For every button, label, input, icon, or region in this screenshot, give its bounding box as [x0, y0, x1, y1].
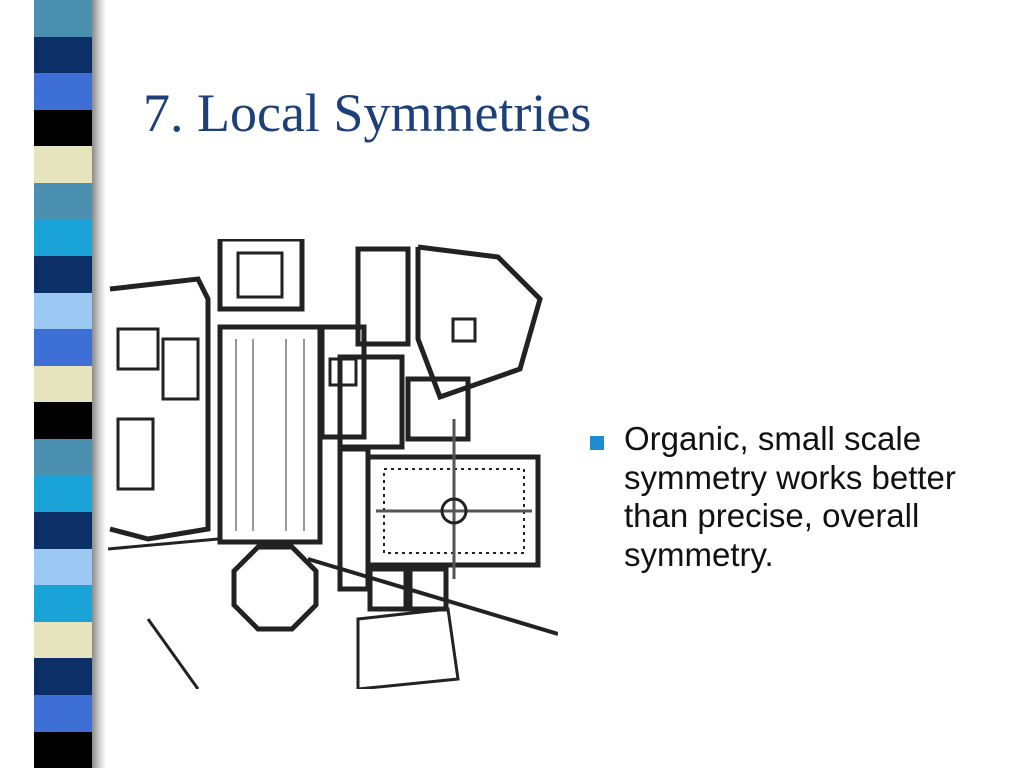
square-bullet-icon	[590, 436, 604, 450]
strip-block	[34, 36, 92, 74]
strip-block	[34, 0, 92, 37]
strip-block	[34, 585, 92, 622]
strip-block	[34, 475, 92, 513]
strip-shadow	[92, 0, 106, 768]
strip-block	[34, 256, 92, 293]
strip-block	[34, 219, 92, 257]
bullet-text: Organic, small scale symmetry works bett…	[624, 420, 956, 573]
strip-block	[34, 73, 92, 110]
strip-block	[34, 548, 92, 586]
strip-block	[34, 694, 92, 732]
strip-block	[34, 512, 92, 549]
bullet-list: Organic, small scale symmetry works bett…	[590, 420, 1010, 574]
strip-block	[34, 731, 92, 768]
strip-block	[34, 402, 92, 439]
strip-block	[34, 365, 92, 403]
strip-block	[34, 658, 92, 695]
decorative-color-strip	[34, 0, 92, 768]
strip-block	[34, 182, 92, 220]
strip-block	[34, 438, 92, 476]
floor-plan-image	[108, 239, 558, 689]
strip-block	[34, 329, 92, 366]
floor-plan-icon	[108, 239, 558, 689]
list-item: Organic, small scale symmetry works bett…	[590, 420, 1010, 574]
strip-block	[34, 292, 92, 330]
strip-block	[34, 146, 92, 183]
slide-title: 7. Local Symmetries	[143, 83, 592, 143]
strip-block	[34, 621, 92, 659]
strip-block	[34, 109, 92, 147]
